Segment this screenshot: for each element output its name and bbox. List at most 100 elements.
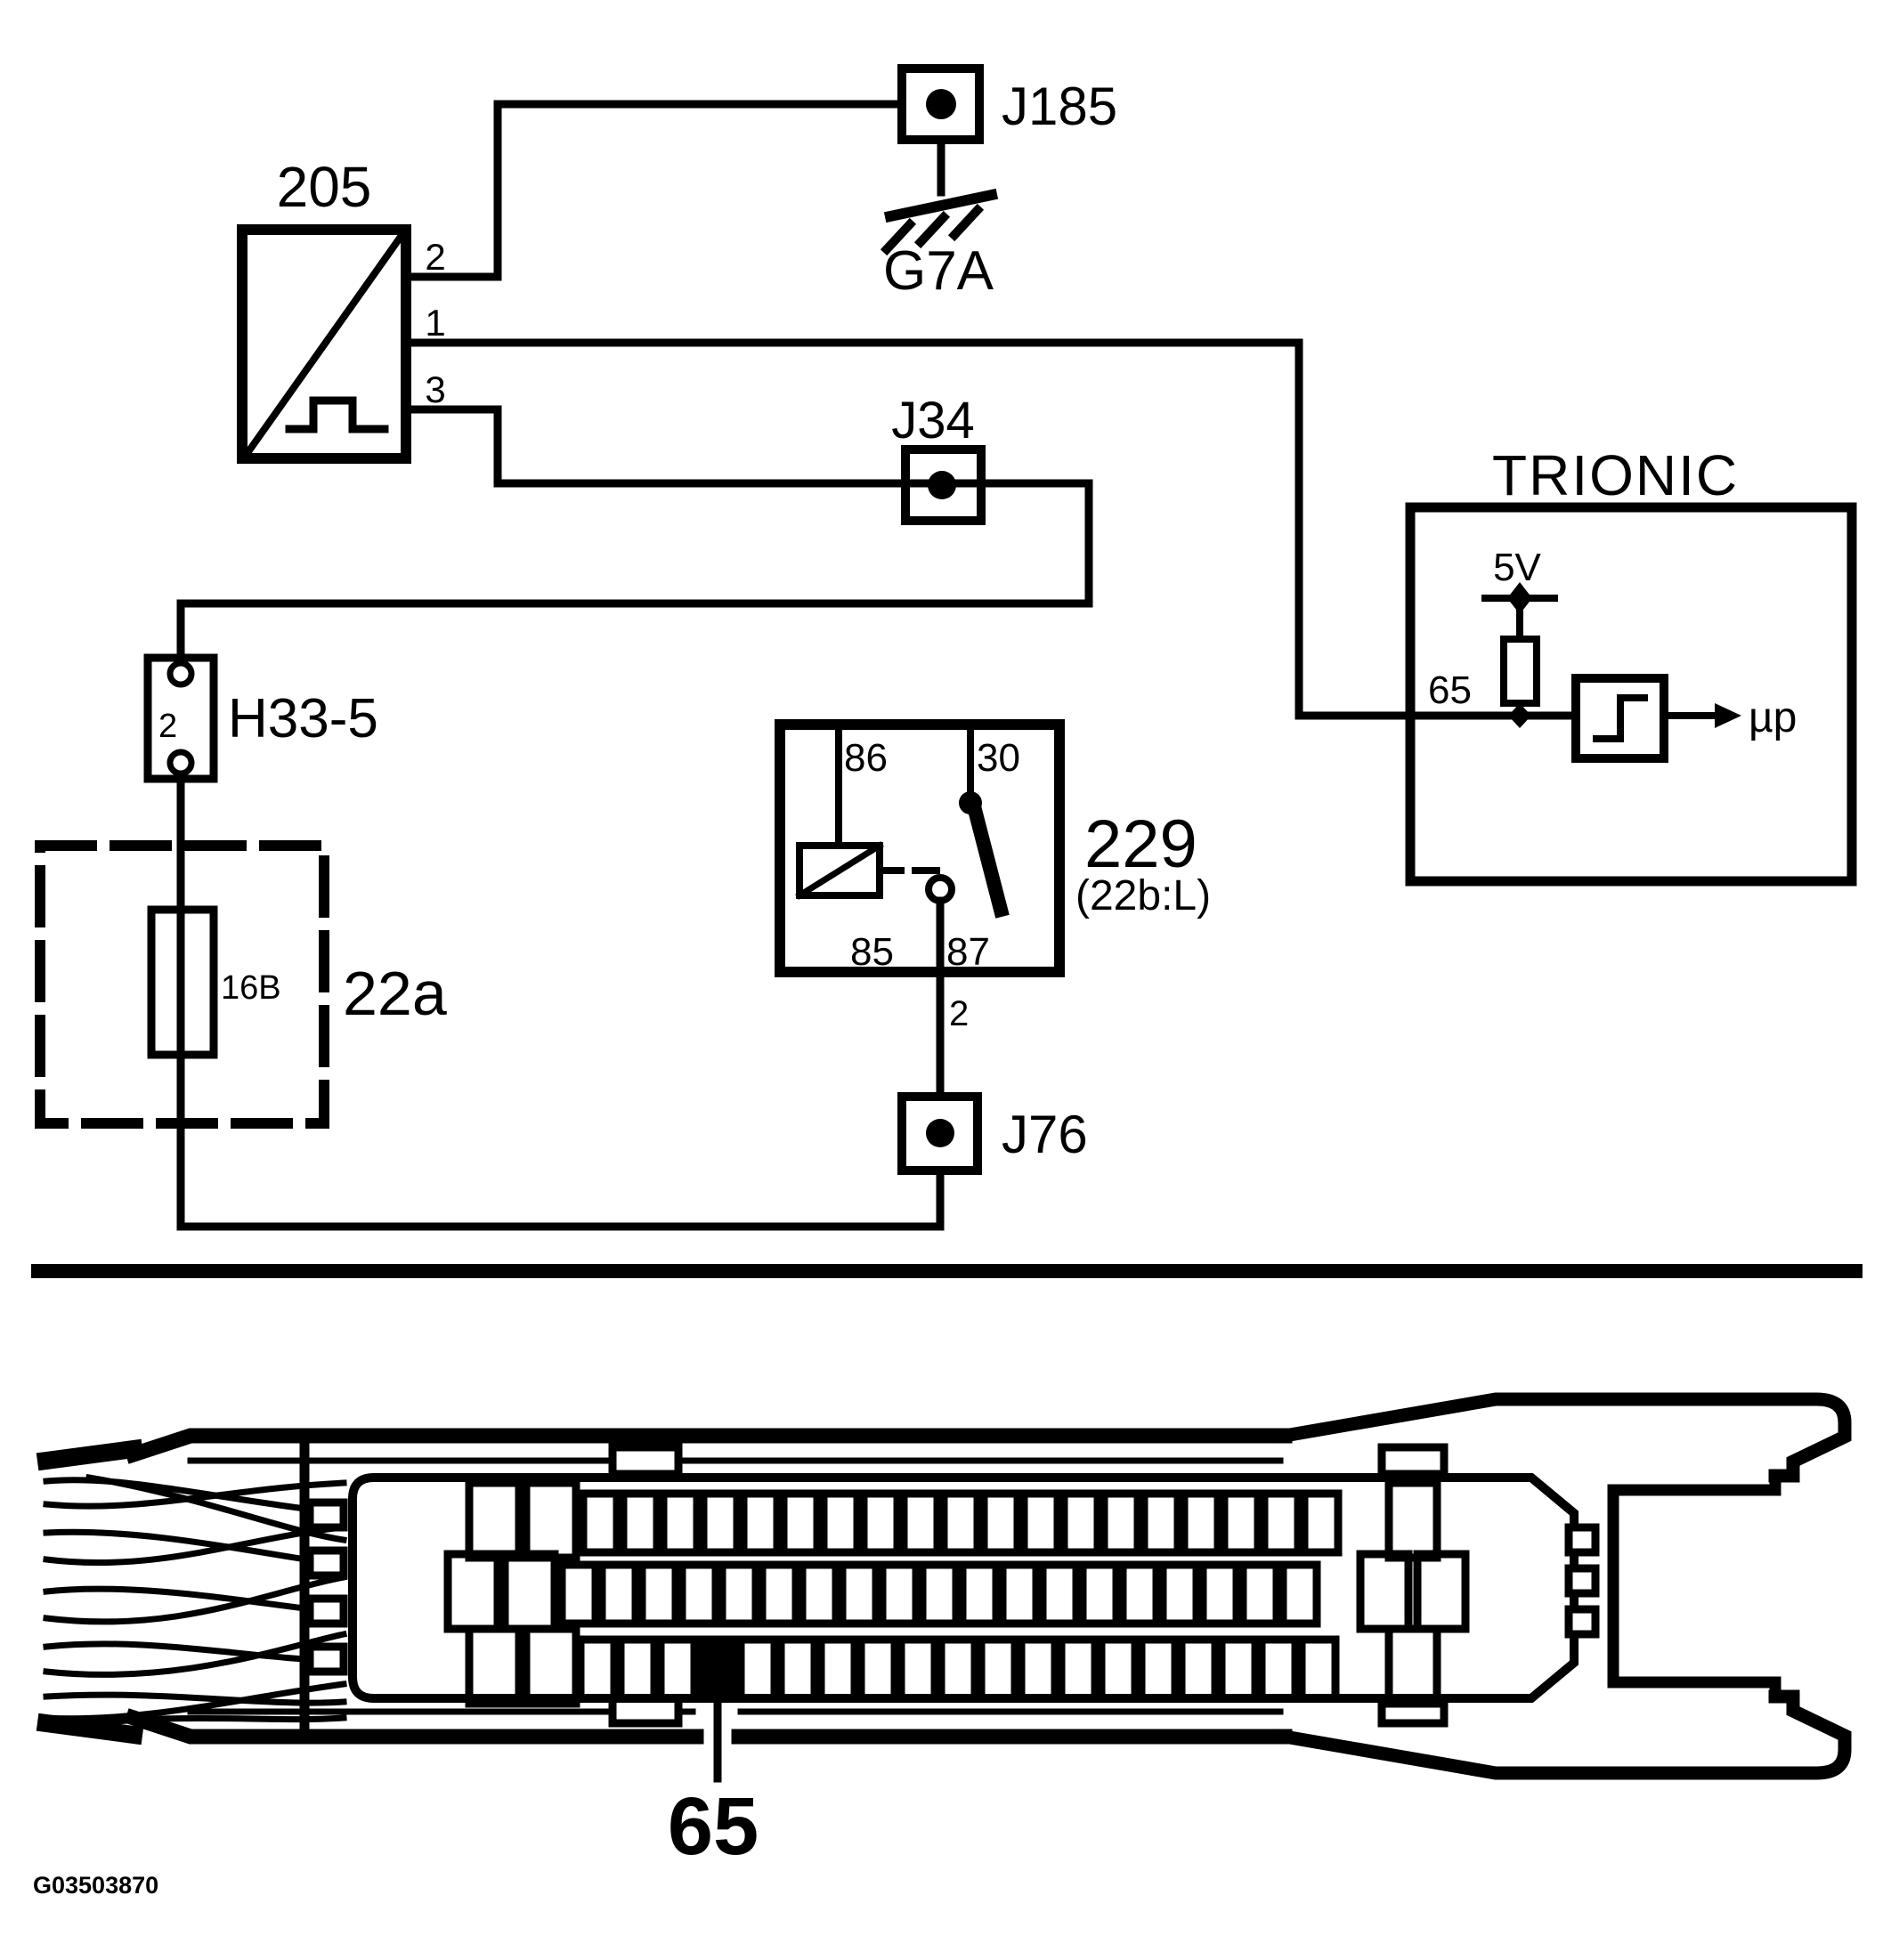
bundle-strand (43, 1691, 347, 1706)
h33-5-pin-label: 2 (158, 708, 177, 745)
connector-pin-small (616, 1635, 659, 1703)
wire-bundle (36, 1438, 348, 1745)
wire-pin3-to-h33-5 (176, 405, 1093, 662)
h33-5-bottom-terminal (166, 749, 195, 777)
connector-pin-large (1384, 1624, 1441, 1708)
relay-229-box (775, 719, 1065, 977)
fusebox-22a: 16B 22a (35, 840, 447, 1129)
chassis-ground-icon (880, 188, 999, 256)
pin-1-label: 1 (425, 302, 445, 344)
microprocessor-label: µp (1749, 694, 1797, 741)
bundle-strand (43, 1630, 348, 1678)
bundle-strand (43, 1477, 347, 1517)
wire-pin2-to-j185 (402, 100, 906, 281)
section-divider (31, 1264, 1863, 1278)
relay-229-sublabel: (22b:L) (1075, 872, 1211, 919)
connector-pin-small (776, 1635, 819, 1703)
connector-pin-small (998, 1560, 1041, 1628)
trionic-title: TRIONIC (1492, 443, 1739, 507)
relay-87-label: 87 (946, 930, 990, 974)
relay-85-label: 85 (850, 930, 894, 974)
connector-pin-small (939, 1489, 982, 1557)
pin-2-label: 2 (425, 236, 445, 278)
connector-pin-small (1078, 1560, 1121, 1628)
connector-pin-small (878, 1560, 921, 1628)
connector-pin-small (557, 1560, 600, 1628)
connector-pin-small (1059, 1489, 1102, 1557)
connector-pin-small (1057, 1635, 1100, 1703)
connector-pin-small (656, 1635, 699, 1703)
connector-pin-small (937, 1635, 979, 1703)
connector-pin-small (1177, 1635, 1220, 1703)
connector-pin-large (500, 1550, 559, 1633)
wire-pin1-to-trionic-65 (402, 338, 1580, 720)
face-right-notch (1564, 1564, 1600, 1598)
connector-pin-small (856, 1635, 899, 1703)
connector-pin-small (736, 1635, 779, 1703)
component-205-box (237, 224, 411, 464)
connector-pin-large (465, 1624, 523, 1708)
threshold-step-icon (1593, 694, 1648, 742)
connector-pin-large (522, 1624, 580, 1708)
connector-pin-small (659, 1489, 702, 1557)
pin-3-label: 3 (425, 369, 445, 410)
connector-pin-small (918, 1560, 961, 1628)
housing-bottom-band-left (124, 1708, 704, 1745)
connector-pin-small (979, 1489, 1022, 1557)
bundle-strand (43, 1573, 348, 1625)
connector-pin-small (798, 1560, 840, 1628)
h33-5-label: H33-5 (228, 688, 378, 749)
trionic-5v-label: 5V (1493, 546, 1541, 589)
bundle-strand (43, 1585, 347, 1616)
j34-box (901, 445, 986, 525)
connector-pin-small (576, 1635, 619, 1703)
pin-65-callout-label: 65 (668, 1781, 759, 1872)
connector-pin-large (1413, 1550, 1470, 1633)
connector-pin-small (597, 1560, 640, 1628)
housing-top-band (124, 1428, 1293, 1464)
ground-g7a-label: G7A (883, 240, 994, 302)
trionic-ecu: TRIONIC 5V 65 µp (1405, 443, 1857, 887)
relay-armature (965, 798, 1010, 919)
trionic-box (1405, 502, 1857, 887)
face-right-notch (1564, 1605, 1600, 1639)
connector-pin-small (1158, 1560, 1201, 1628)
connector-pin-small (1180, 1489, 1222, 1557)
junction-node-diamond (1508, 703, 1531, 728)
relay-coil-diagonal (795, 841, 884, 900)
j185-junction-dot (926, 89, 956, 119)
relay-86-label: 86 (844, 736, 888, 780)
connector-pin-grid (443, 1478, 1470, 1708)
connector-pin-small (1260, 1489, 1303, 1557)
j76-box (897, 1092, 982, 1175)
connector-pin-65-filled (696, 1635, 739, 1703)
connector-pin-small (1198, 1560, 1241, 1628)
face-left-notch (305, 1594, 348, 1628)
connector-pin-small (838, 1560, 881, 1628)
fusebox-22a-dashed-box (35, 840, 329, 1129)
connector-pin-small (1038, 1560, 1081, 1628)
face-right-notch (1564, 1523, 1600, 1557)
connector-pin-small (819, 1489, 862, 1557)
relay-229-label: 229 (1084, 806, 1197, 882)
component-205-diagonal (244, 231, 406, 456)
connector-pin-small (1097, 1635, 1140, 1703)
h33-5-top-terminal (166, 660, 195, 688)
ground-hatch-3 (947, 203, 985, 242)
end-cap-outer-bottom (1277, 1689, 1852, 1780)
component-205-speed-sensor: 205 2 1 3 (237, 155, 446, 464)
latch-tab (608, 1443, 683, 1478)
pullup-resistor (1500, 636, 1540, 707)
end-cap-outer-top (1277, 1392, 1852, 1483)
bundle-clamp-top (36, 1438, 144, 1471)
relay-contact-87-terminal (925, 874, 955, 904)
connector-pin-small (637, 1560, 680, 1628)
connector-pin-small (1217, 1635, 1260, 1703)
connector-pin-small (758, 1560, 800, 1628)
splice-j76: J76 (897, 1092, 1088, 1175)
trionic-pin-65-label: 65 (1428, 668, 1472, 712)
bundle-strand (85, 1473, 347, 1543)
connector-pin-small (1220, 1489, 1262, 1557)
